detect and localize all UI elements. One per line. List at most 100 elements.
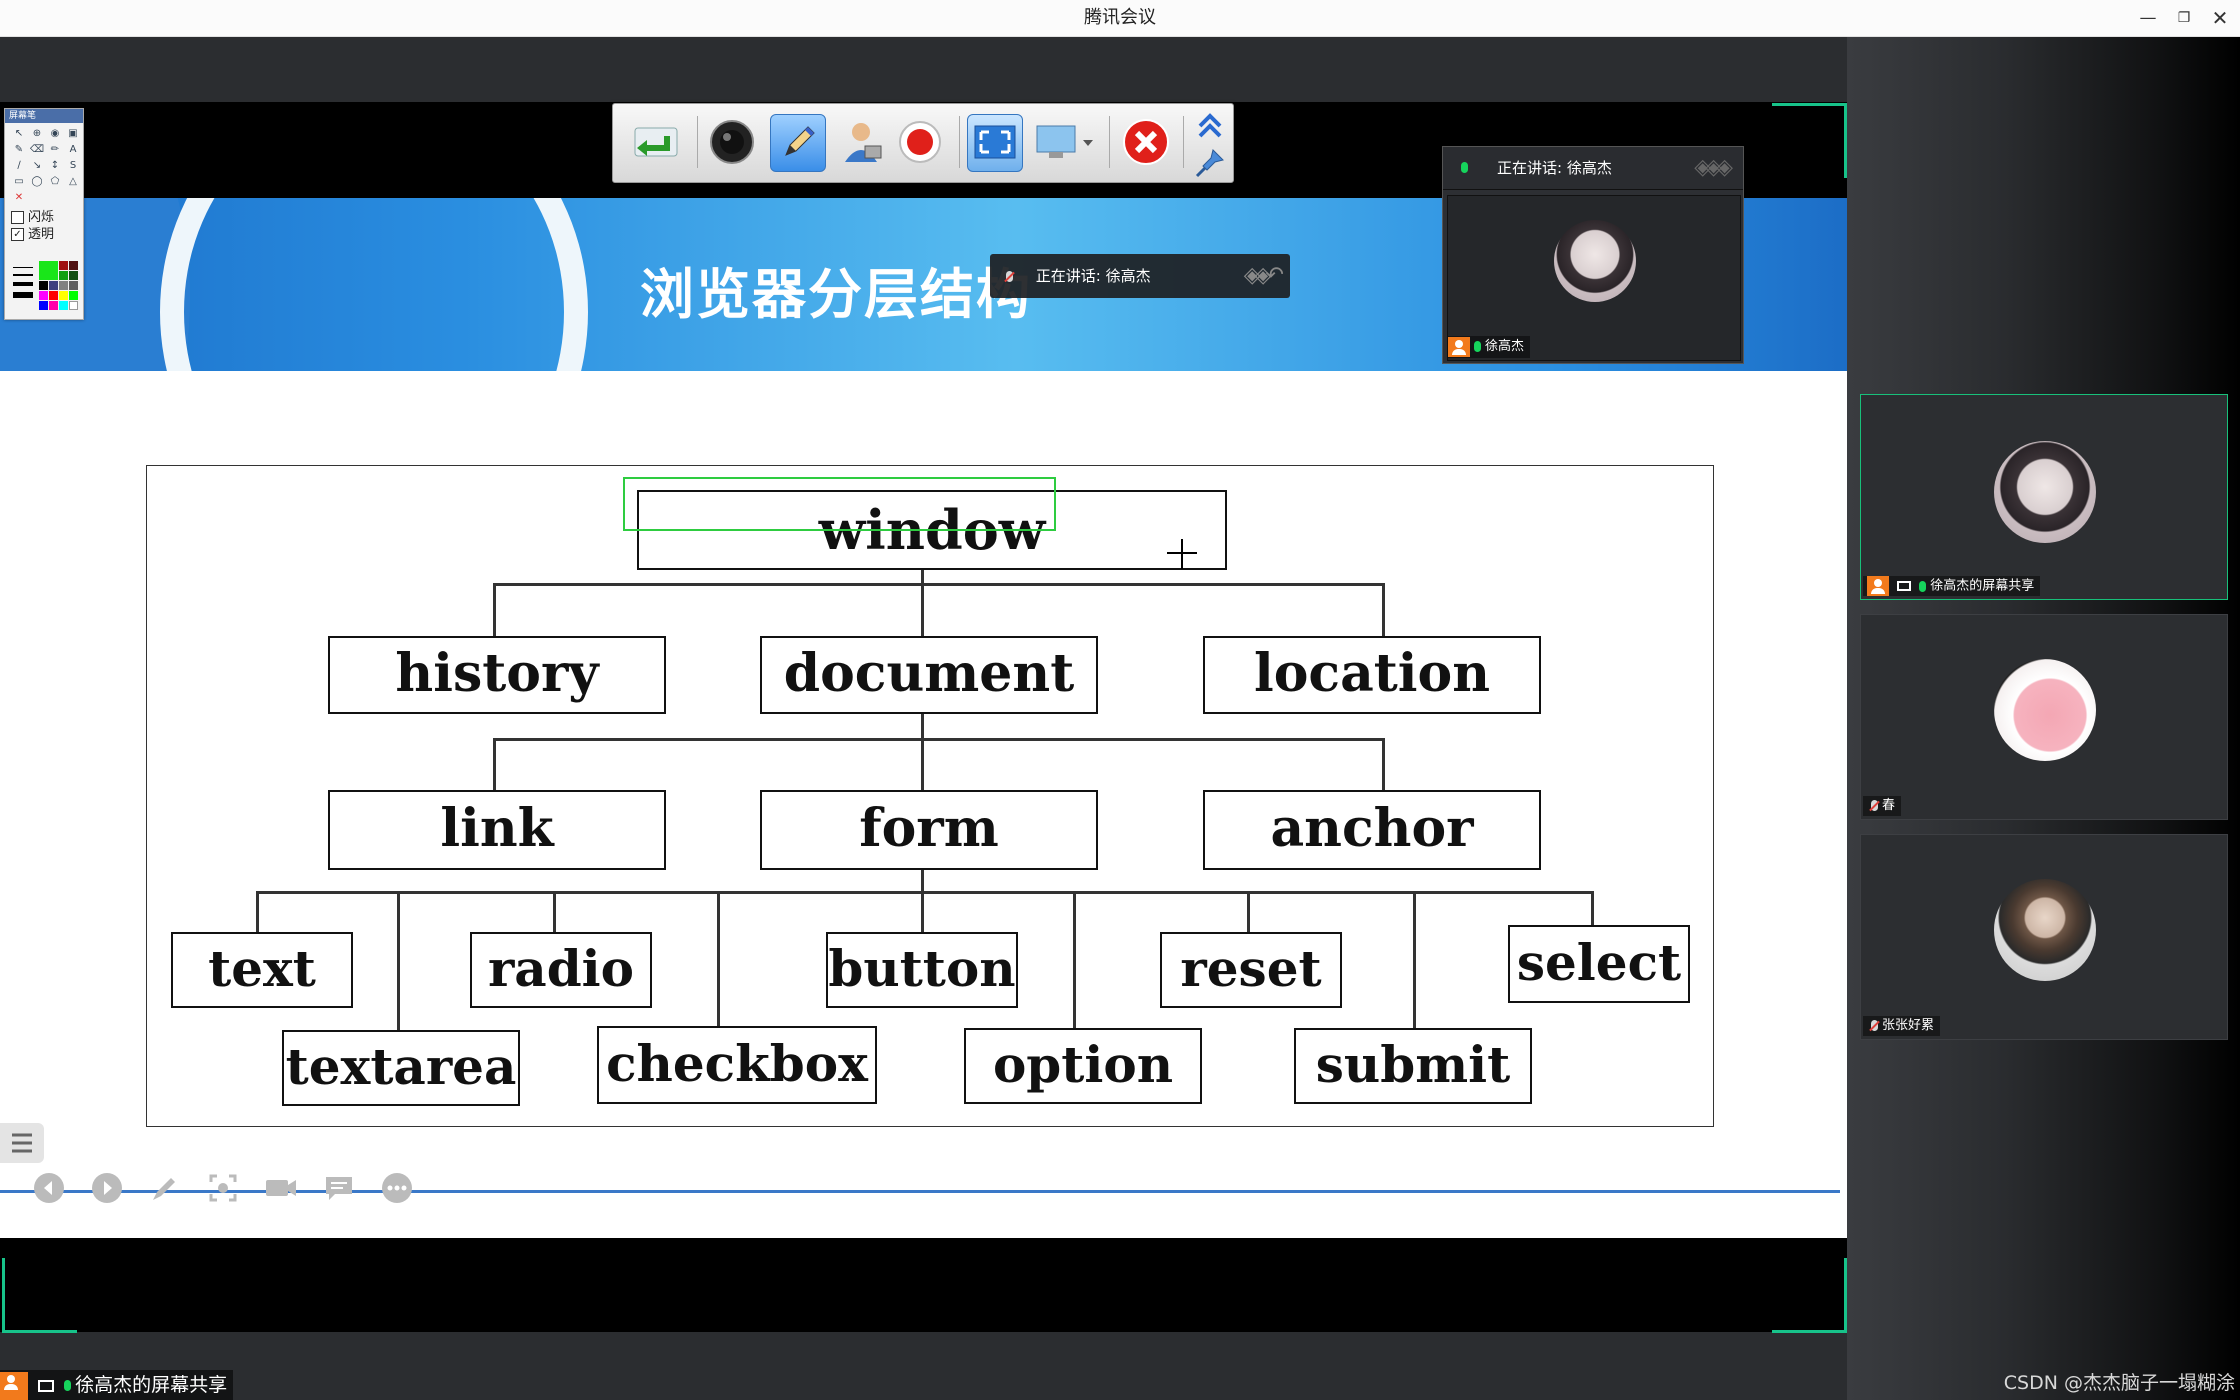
connector [717,891,720,1028]
speaking-indicator: 正在讲话: 徐高杰 ◈◈↶ [990,254,1290,298]
transparent-checkbox[interactable]: ✓ [11,228,24,241]
line-icon[interactable]: ∕ [17,160,21,171]
highlighter-icon[interactable]: ✏ [50,144,60,155]
slide-list-button[interactable] [0,1123,44,1163]
connector [397,891,400,1030]
double-arrow-icon[interactable]: ↕ [50,160,60,171]
host-icon [1448,336,1470,357]
arrow-icon[interactable]: ↘ [32,160,42,171]
collapse-toolbar-icon[interactable] [1193,108,1227,142]
node-text: text [171,932,353,1008]
curve-icon[interactable]: S [69,160,77,171]
participant-tile[interactable]: 张张好累 [1860,834,2228,1040]
share-owner-name: 徐高杰的屏幕共享 [75,1374,228,1396]
mic-on-icon [1919,580,1927,592]
zoom-icon[interactable]: ⊕ [32,128,42,139]
speaking-text: 正在讲话: 徐高杰 [1035,267,1151,285]
presenter-icon[interactable] [833,114,887,170]
participant-name-label: 张张好累 [1863,1016,1941,1036]
clear-icon[interactable]: ✕ [14,192,24,203]
connector [493,583,496,636]
camera-icon[interactable] [264,1171,298,1205]
mic-on-icon [1474,341,1481,352]
connector [256,891,1594,894]
line-width-picker[interactable] [13,261,33,315]
pin-icon[interactable] [1193,146,1227,178]
eraser-icon[interactable]: ⌫ [29,144,45,155]
avatar [1994,441,2096,543]
screenshot-icon[interactable] [206,1171,240,1205]
screen-pen-title: 屏幕笔 [5,109,83,123]
node-button: button [826,932,1018,1008]
more-options-icon[interactable] [380,1171,414,1205]
participant-tile[interactable]: 春 [1860,614,2228,820]
progress-line [0,1190,1840,1193]
popup-header: 正在讲话: 徐高杰 ◈◈◈ [1443,147,1743,190]
participant-name-label: 春 [1863,796,1902,816]
connector [256,891,259,932]
node-radio: radio [470,932,652,1008]
restore-icon[interactable]: ❐ [2177,10,2191,26]
return-icon[interactable] [629,114,683,170]
ellipse-icon[interactable]: ◯ [31,176,43,187]
screen-select-icon[interactable] [1033,114,1099,170]
select-icon[interactable]: ↖ [14,128,24,139]
avatar [1554,220,1636,302]
shape-icon[interactable]: △ [69,176,77,187]
close-icon[interactable]: ✕ [2211,6,2229,30]
title-bar: 腾讯会议 — ❐ ✕ [0,0,2240,37]
rectangle-icon[interactable]: ▭ [14,176,24,187]
node-link: link [328,790,666,870]
fullscreen-icon[interactable] [967,114,1023,172]
pen-control-icon[interactable] [148,1171,182,1205]
avatar [1994,659,2096,761]
fill-icon[interactable]: ◉ [50,128,60,139]
floating-video-window[interactable]: 正在讲话: 徐高杰 ◈◈◈ 徐高杰 [1442,146,1744,364]
participant-name: 徐高杰的屏幕共享 [1930,578,2035,594]
next-slide-icon[interactable] [90,1171,124,1205]
polygon-icon[interactable]: ⬠ [50,176,60,187]
participant-name: 春 [1882,798,1896,813]
transparent-option[interactable]: ✓ 透明 [5,226,83,243]
color-palette[interactable] [39,261,78,310]
popup-name: 徐高杰 [1485,339,1525,354]
slide-title: 浏览器分层结构 [640,263,1032,326]
record-icon[interactable] [893,114,947,170]
transparent-label: 透明 [28,227,55,242]
image-icon[interactable]: ▣ [68,128,78,139]
participant-name-label: 徐高杰的屏幕共享 [1863,576,2041,596]
connector [1591,891,1594,925]
mic-muted-icon [1006,271,1013,282]
flash-checkbox[interactable] [11,211,24,224]
flash-option[interactable]: 闪烁 [5,209,83,226]
participant-tile[interactable]: 徐高杰的屏幕共享 [1860,394,2228,600]
screen-share-icon [1897,581,1912,591]
connector [1382,738,1385,790]
pen-icon[interactable]: ✎ [14,144,24,155]
avatar [1994,879,2096,981]
connector [1413,891,1416,1028]
crosshair-cursor-icon [1181,539,1183,569]
connector [1073,891,1076,1028]
camera-lens-icon[interactable] [705,114,759,170]
pen-tool-icon[interactable] [770,114,826,172]
signal-icon: ◈◈↶ [1243,263,1284,288]
previous-slide-icon[interactable] [32,1171,66,1205]
pen-tools: ↖ ⊕ ◉ ▣ ✎ ⌫ ✏ A ∕ ↘ ↕ S ▭ ◯ ⬠ △ ✕ [5,123,83,209]
screen-pen-panel[interactable]: 屏幕笔 ↖ ⊕ ◉ ▣ ✎ ⌫ ✏ A ∕ ↘ ↕ S ▭ ◯ ⬠ △ ✕ 闪烁… [4,108,84,320]
connector [493,583,1385,586]
annotation-rectangle [623,477,1056,531]
connector [1247,891,1250,932]
popup-video: 徐高杰 [1447,195,1741,361]
node-submit: submit [1294,1028,1532,1104]
text-tool-icon[interactable]: A [69,144,77,155]
node-option: option [964,1028,1202,1104]
minimize-icon[interactable]: — [2139,8,2157,28]
chat-icon[interactable] [322,1171,356,1205]
host-icon [1867,576,1889,596]
node-textarea: textarea [282,1030,520,1106]
screen-share-icon [38,1379,55,1392]
exit-presentation-icon[interactable] [1119,114,1173,170]
connector [493,738,496,790]
popup-speaking-text: 正在讲话: 徐高杰 [1497,159,1612,177]
